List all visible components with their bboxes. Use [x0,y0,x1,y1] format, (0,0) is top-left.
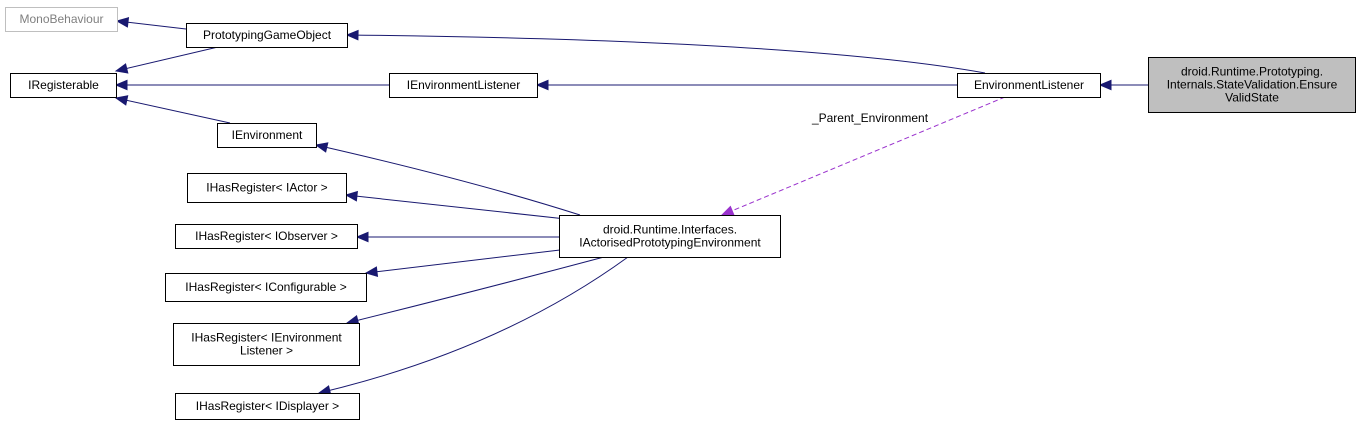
arrowhead-icon [720,205,735,216]
edge-environment-listener-to-prototyping-game-object [345,29,986,74]
arrowhead-icon [115,17,130,28]
node-label: IHasRegister< IObserver > [195,229,338,243]
edge-line [346,34,986,74]
node-label: IHasRegister< IEnvironment [191,331,342,345]
node-label: ValidState [1225,91,1279,105]
class-node-iregisterable[interactable]: IRegisterable [10,73,117,98]
arrowhead-icon [314,142,329,153]
edges-layer: _Parent_Environment [114,17,1148,396]
class-node-environment-listener[interactable]: EnvironmentListener [957,73,1101,98]
node-label: IHasRegister< IActor > [206,181,327,195]
node-label: droid.Runtime.Interfaces. [603,223,737,237]
edge-line [315,144,581,216]
class-node-iactorised-prototyping-environment[interactable]: droid.Runtime.Interfaces.IActorisedProto… [559,215,781,258]
edge-ienvironment-to-iregisterable [114,95,231,124]
class-node-ihasregister-iconfigurable[interactable]: IHasRegister< IConfigurable > [165,273,367,302]
node-label: IEnvironment [232,128,303,142]
node-label: droid.Runtime.Prototyping. [1181,65,1323,79]
arrowhead-icon [535,79,549,91]
edge-line [345,194,576,221]
nodes-layer: MonoBehaviourPrototypingGameObjectIRegis… [5,7,1356,420]
arrowhead-icon [345,29,359,41]
node-label: Listener > [240,344,293,358]
edge-ensure-valid-state-to-environment-listener [1098,79,1148,91]
edge-iactorised-prototyping-environment-to-ihasregister-iactor [344,190,576,221]
edge-line [365,249,561,274]
node-box [559,215,781,258]
node-box [10,73,117,98]
node-box [165,273,367,302]
class-node-ensure-valid-state[interactable]: droid.Runtime.Prototyping.Internals.Stat… [1148,57,1356,113]
edge-iactorised-prototyping-environment-to-ienvironment [314,142,581,216]
class-node-ihasregister-ienvironment-listener[interactable]: IHasRegister< IEnvironmentListener > [173,323,360,366]
arrowhead-icon [114,95,129,106]
node-box [217,123,317,148]
node-label: Internals.StateValidation.Ensure [1167,78,1338,92]
node-label: IHasRegister< IConfigurable > [185,280,346,294]
node-label: IHasRegister< IDisplayer > [196,399,339,413]
node-label: PrototypingGameObject [203,28,332,42]
arrowhead-icon [364,266,379,277]
class-node-ihasregister-idisplayer[interactable]: IHasRegister< IDisplayer > [175,393,360,420]
edge-environment-listener-to-ienvironment-listener-interface [535,79,957,91]
edge-iactorised-prototyping-environment-to-ihasregister-iobserver [355,231,559,243]
node-box [187,173,347,203]
arrowhead-icon [355,231,369,243]
class-node-monobehaviour[interactable]: MonoBehaviour [5,7,118,32]
arrowhead-icon [114,79,128,91]
edge-line [115,97,231,124]
arrowhead-icon [1098,79,1112,91]
edge-line [115,46,219,72]
node-box [5,7,118,32]
arrowhead-icon [344,190,358,202]
class-node-ienvironment[interactable]: IEnvironment [217,123,317,148]
node-box [1148,57,1356,113]
edge-prototyping-game-object-to-iregisterable [114,46,219,74]
node-box [186,23,348,48]
node-label: IRegisterable [28,78,99,92]
edge-environment-listener-to-iactorised-prototyping-environment: _Parent_Environment [720,96,1006,216]
edge-line [116,20,187,30]
class-node-ihasregister-iactor[interactable]: IHasRegister< IActor > [187,173,347,203]
class-node-ihasregister-iobserver[interactable]: IHasRegister< IObserver > [175,224,358,249]
node-box [389,73,538,98]
node-box [175,393,360,420]
edge-iactorised-prototyping-environment-to-ihasregister-idisplayer [317,256,629,396]
edge-prototyping-game-object-to-monobehaviour [115,17,187,30]
node-label: EnvironmentListener [974,78,1084,92]
node-label: IEnvironmentListener [407,78,520,92]
edge-iactorised-prototyping-environment-to-ihasregister-ienvironment-listener [345,256,605,326]
edge-label: _Parent_Environment [811,111,929,125]
class-node-prototyping-game-object[interactable]: PrototypingGameObject [186,23,348,48]
node-label: IActorisedPrototypingEnvironment [579,236,761,250]
edge-ienvironment-listener-interface-to-iregisterable [114,79,389,91]
class-node-ienvironment-listener-interface[interactable]: IEnvironmentListener [389,73,538,98]
node-label: MonoBehaviour [19,12,103,26]
arrowhead-icon [114,63,129,74]
edge-iactorised-prototyping-environment-to-ihasregister-iconfigurable [364,249,561,277]
node-box [957,73,1101,98]
edge-line [346,256,605,324]
node-box [175,224,358,249]
node-box [173,323,360,366]
edge-line [721,96,1006,216]
edge-line [318,256,629,394]
